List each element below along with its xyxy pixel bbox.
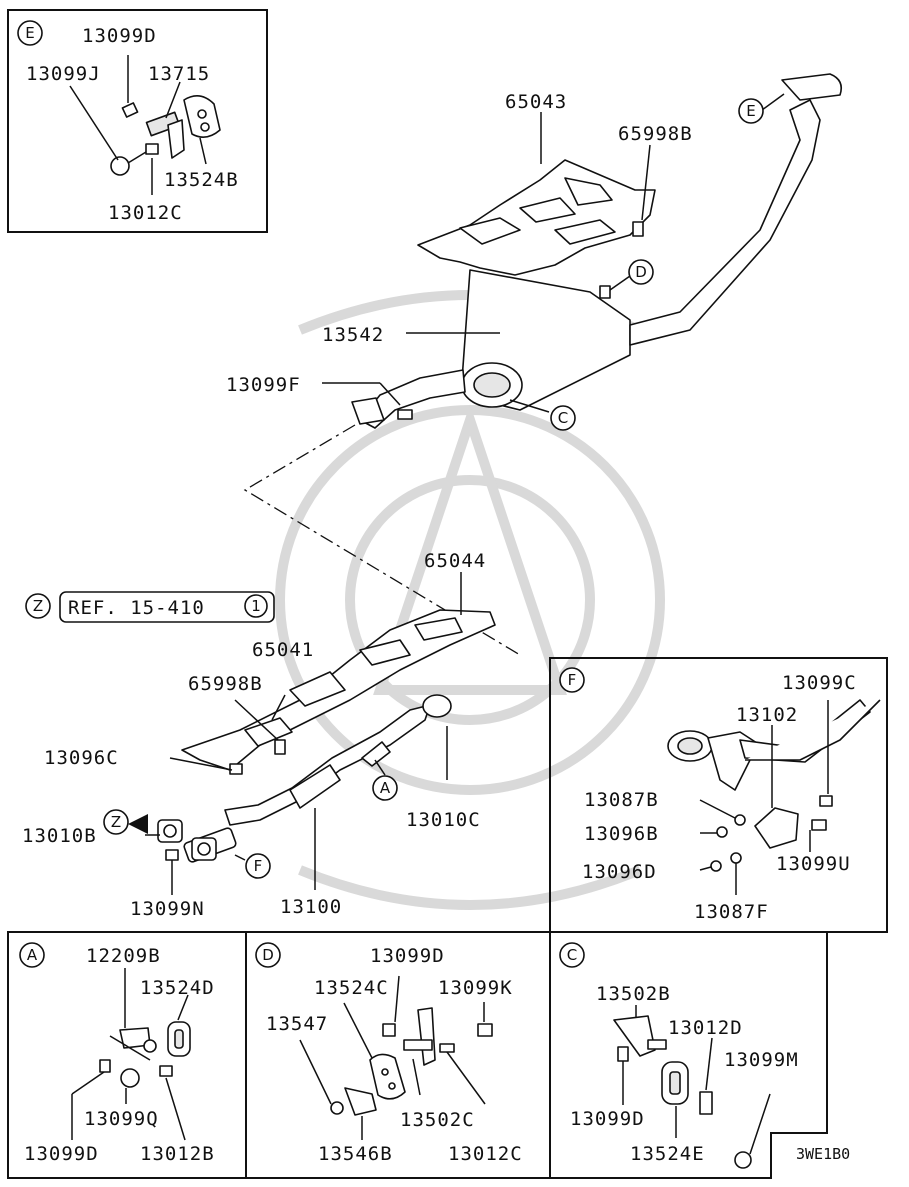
label-13099f: 13099F	[226, 374, 301, 396]
reference-note: Z REF. 15-410 1	[25, 591, 275, 623]
label-f-13087b: 13087B	[584, 789, 659, 811]
label-d-13099d: 13099D	[370, 945, 445, 967]
label-e-13099d: 13099D	[82, 25, 157, 47]
marker-c-detail: C	[559, 942, 585, 968]
svg-text:REF. 15-410: REF. 15-410	[68, 597, 205, 619]
label-a-13012b: 13012B	[140, 1143, 215, 1165]
label-65998b-lower: 65998B	[188, 673, 263, 695]
svg-text:Z: Z	[111, 813, 121, 831]
label-d-13524c: 13524C	[314, 977, 389, 999]
heat-protector-lower	[181, 572, 496, 771]
label-a-13524d: 13524D	[140, 977, 215, 999]
label-a-12209b: 12209B	[86, 945, 161, 967]
label-e-13012c: 13012C	[108, 202, 183, 224]
main-muffler	[322, 73, 843, 429]
label-f-13099c: 13099C	[782, 672, 857, 694]
detail-d-art	[299, 975, 493, 1140]
detail-c-frame	[549, 931, 828, 1179]
detail-f-art	[667, 699, 881, 895]
label-f-13096b: 13096B	[584, 823, 659, 845]
svg-text:D: D	[635, 263, 647, 281]
marker-a-main: A	[372, 775, 398, 801]
svg-text:1: 1	[251, 597, 261, 615]
connection-line	[243, 424, 521, 656]
arrow-z-icon	[128, 814, 148, 834]
svg-text:A: A	[27, 946, 38, 964]
label-13542: 13542	[322, 324, 384, 346]
label-f-13096d: 13096D	[582, 861, 657, 883]
label-d-13099k: 13099K	[438, 977, 513, 999]
label-e-13524b: 13524B	[164, 169, 239, 191]
label-c-13012d: 13012D	[668, 1017, 743, 1039]
label-65043: 65043	[505, 91, 567, 113]
svg-text:E: E	[25, 24, 34, 42]
heat-protector-upper	[417, 112, 656, 276]
label-f-13099u: 13099U	[776, 853, 851, 875]
detail-e-art	[69, 55, 221, 195]
label-d-13012c: 13012C	[448, 1143, 523, 1165]
label-13100: 13100	[280, 896, 342, 918]
marker-e-detail: E	[17, 20, 43, 46]
marker-e-main: E	[738, 98, 764, 124]
label-e-13715: 13715	[148, 63, 210, 85]
label-13010b: 13010B	[22, 825, 97, 847]
detail-a-art	[71, 968, 191, 1141]
svg-text:C: C	[567, 946, 577, 964]
marker-a-detail: A	[19, 942, 45, 968]
svg-text:Z: Z	[33, 597, 43, 615]
svg-text:E: E	[746, 102, 755, 120]
label-13096c: 13096C	[44, 747, 119, 769]
label-a-13099q: 13099Q	[84, 1108, 159, 1130]
detail-d-frame	[245, 931, 551, 1179]
marker-z-arrow: Z	[103, 809, 129, 835]
diagram-code: 3WE1B0	[796, 1145, 850, 1163]
svg-text:F: F	[254, 857, 263, 875]
label-d-13546b: 13546B	[318, 1143, 393, 1165]
detail-e-frame	[7, 9, 268, 233]
label-e-13099j: 13099J	[26, 63, 101, 85]
label-65998b-upper: 65998B	[618, 123, 693, 145]
label-c-13099d: 13099D	[570, 1108, 645, 1130]
svg-text:C: C	[558, 409, 568, 427]
label-13099n: 13099N	[130, 898, 205, 920]
marker-f-detail: F	[559, 667, 585, 693]
detail-c-art	[613, 1005, 771, 1169]
front-pipe	[128, 694, 452, 895]
label-65041: 65041	[252, 639, 314, 661]
marker-c-main: C	[550, 405, 576, 431]
label-65044: 65044	[424, 550, 486, 572]
label-13010c: 13010C	[406, 809, 481, 831]
marker-d-main: D	[628, 259, 654, 285]
svg-text:A: A	[380, 779, 391, 797]
label-d-13502c: 13502C	[400, 1109, 475, 1131]
svg-text:D: D	[262, 946, 274, 964]
marker-d-detail: D	[255, 942, 281, 968]
label-f-13102: 13102	[736, 704, 798, 726]
label-c-13099m: 13099M	[724, 1049, 799, 1071]
label-a-13099d: 13099D	[24, 1143, 99, 1165]
label-c-13524e: 13524E	[630, 1143, 705, 1165]
label-c-13502b: 13502B	[596, 983, 671, 1005]
svg-text:F: F	[568, 671, 577, 689]
marker-f-main: F	[245, 853, 271, 879]
label-f-13087f: 13087F	[694, 901, 769, 923]
detail-a-frame	[7, 931, 247, 1179]
label-d-13547: 13547	[266, 1013, 328, 1035]
